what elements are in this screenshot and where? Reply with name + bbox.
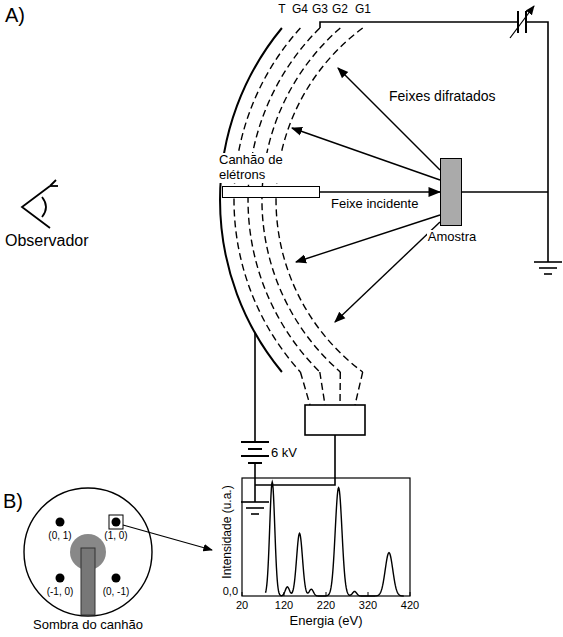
grid-label: G2 — [331, 3, 349, 17]
observer-label: Observador — [4, 232, 90, 250]
panel-letter: B) — [2, 490, 24, 513]
beam-label: Feixe incidente — [330, 197, 419, 212]
sample-box: Amostra — [440, 158, 462, 226]
node-label: Canhão de elétrons — [218, 153, 294, 183]
eye-symbol — [22, 180, 58, 228]
leed-screen — [24, 488, 152, 616]
grid-arc — [248, 28, 320, 372]
axis-tick-label: 120 — [274, 599, 294, 612]
diffracted-beam — [296, 215, 440, 262]
wire — [462, 191, 548, 193]
ground-symbol — [534, 262, 562, 274]
spot — [56, 518, 65, 527]
axis-tick — [242, 592, 243, 596]
wire — [526, 22, 548, 262]
diffracted-beam — [335, 222, 440, 322]
leader-arrow — [123, 525, 212, 550]
spot — [112, 574, 121, 583]
screen-arc — [220, 28, 282, 372]
wire — [254, 463, 256, 502]
battery-symbol — [241, 442, 269, 463]
intensity-curve — [266, 482, 404, 596]
spot-index: (1, 0) — [103, 530, 128, 542]
axis-tick-label: 320 — [358, 599, 378, 612]
axis-tick-label: 420 — [400, 599, 420, 612]
spot-index: (0, 1) — [47, 530, 72, 542]
axis-tick-label: 220 — [316, 599, 336, 612]
spot — [112, 518, 121, 527]
spot-marker — [109, 515, 123, 529]
spot — [56, 574, 65, 583]
grid-lead — [339, 372, 341, 405]
diffracted-beam — [292, 128, 440, 180]
supply-box — [305, 405, 365, 435]
diffracted-beam — [338, 68, 440, 170]
panel-letter: A) — [4, 4, 26, 27]
wire — [254, 333, 256, 442]
gun-shadow — [81, 548, 95, 615]
voltage-label: 6 kV — [270, 446, 298, 461]
node-label: Amostra — [427, 230, 477, 245]
spot-index: (-1, 0) — [46, 586, 75, 598]
wire — [320, 22, 518, 28]
grid-lead — [355, 372, 363, 405]
capacitor-plate — [517, 11, 519, 33]
grid-arc — [234, 28, 300, 372]
grid-label: G3 — [311, 3, 329, 17]
axis-tick-label: 0,0 — [222, 585, 239, 598]
grid-label: G1 — [354, 3, 372, 17]
plot-frame — [242, 478, 410, 596]
grid-lead — [320, 372, 325, 405]
grid-arc — [262, 28, 340, 372]
axis-tick-label: 20 — [235, 599, 249, 612]
axis-tick — [410, 592, 411, 596]
axis-title: Energia (eV) — [289, 614, 364, 629]
beam-connector — [320, 191, 440, 193]
screen-label: T — [277, 3, 286, 17]
beam-label: Feixes difratados — [388, 88, 497, 104]
ground-symbol — [241, 502, 269, 514]
spot-index: (0, -1) — [102, 586, 131, 598]
electron-gun: Canhão de elétrons — [222, 186, 320, 198]
grid-lead — [300, 372, 310, 405]
shadow-label: Sombra do canhão — [32, 618, 144, 633]
grid-label: G4 — [291, 3, 309, 17]
axis-title: Intensidade (u.a.) — [221, 484, 235, 579]
